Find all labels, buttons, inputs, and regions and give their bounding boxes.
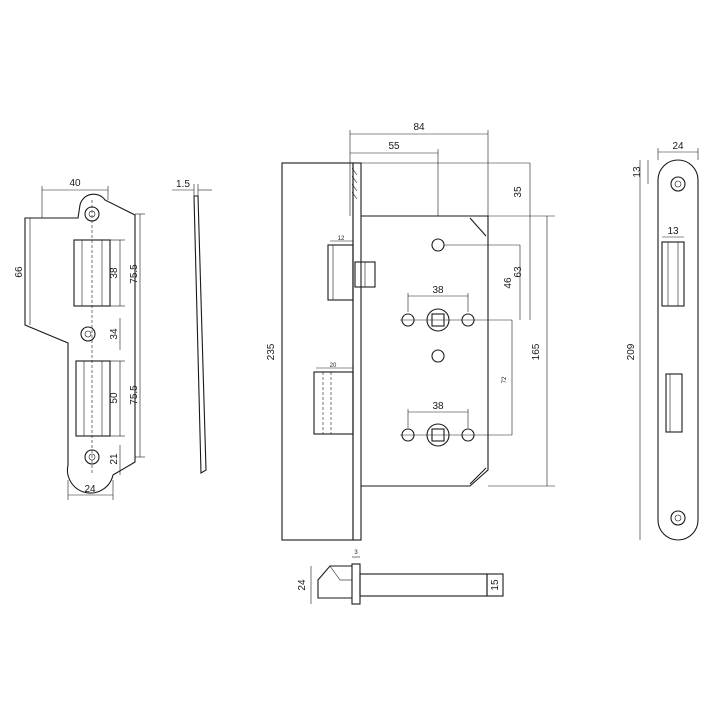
dim-faceplate-height: 209 [626, 343, 637, 360]
dim-hole-spacing-upper: 38 [432, 285, 444, 296]
dim-bottom-offset: 21 [109, 453, 120, 465]
dim-pitch-lower: 75.5 [129, 385, 140, 405]
faceplate: 24 13 13 209 [626, 141, 699, 541]
dim-bolt: 15 [490, 579, 501, 591]
dim-thickness: 1.5 [176, 179, 190, 190]
dim-deadbolt-width: 20 [330, 363, 337, 369]
dim-faceplate-slot: 13 [667, 226, 679, 237]
dim-faceplate-width: 24 [672, 141, 684, 152]
dim-latch-height: 24 [297, 579, 308, 591]
dim-faceplate-top-offset: 13 [632, 166, 643, 178]
lock-body: 12 20 38 38 84 [266, 122, 555, 541]
dim-backset: 55 [388, 141, 400, 152]
dim-height-left: 66 [14, 266, 25, 278]
dim-top-offset: 35 [513, 186, 524, 198]
strike-plate-front: 40 66 38 75.5 34 50 75.5 21 24 [14, 178, 145, 500]
dim-flange: 3 [354, 550, 358, 556]
strike-plate-side: 1.5 [172, 179, 212, 474]
dim-center-distance: 72 [502, 376, 508, 383]
latch-side-view: 3 24 15 [297, 550, 504, 605]
dim-pitch-upper: 75.5 [129, 264, 140, 284]
dim-gap: 34 [109, 328, 120, 340]
dim-latch-width: 12 [338, 236, 345, 242]
dim-slot-lower: 50 [109, 392, 120, 404]
dim-case-height: 165 [531, 343, 542, 360]
dim-depth-total: 84 [413, 122, 425, 133]
dim-latch-offset: 46 [503, 277, 514, 289]
dim-slot-upper: 38 [109, 267, 120, 279]
dim-follower-to-cylinder: 63 [513, 266, 524, 278]
dim-width-bottom: 24 [84, 484, 96, 495]
dim-width-top: 40 [69, 178, 81, 189]
dim-height-total: 235 [266, 343, 277, 360]
dim-hole-spacing-lower: 38 [432, 401, 444, 412]
